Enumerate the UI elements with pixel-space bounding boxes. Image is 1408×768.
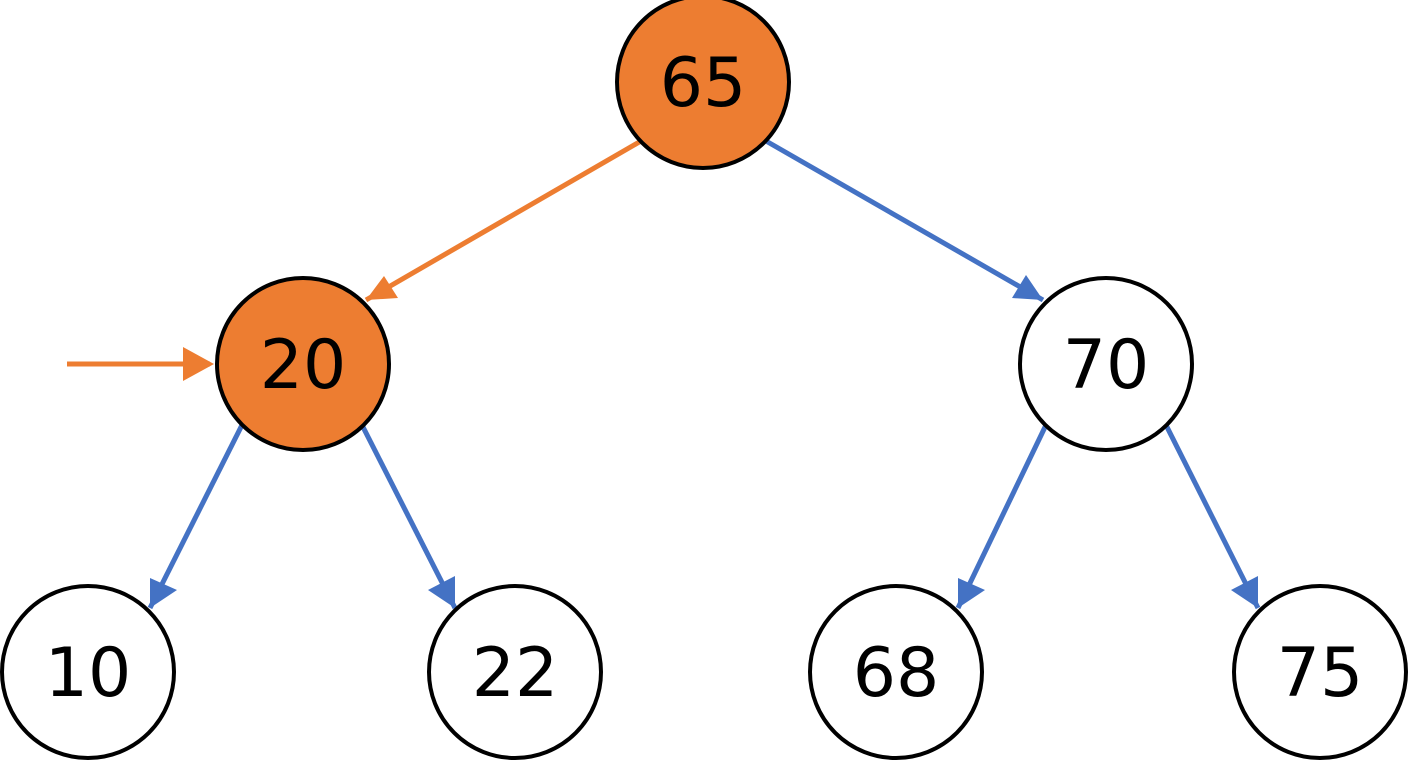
node-circle [427,584,603,760]
edge-20-10-arrowhead [150,578,177,608]
node-circle [808,584,984,760]
edge-65-70-arrowhead [1012,275,1043,300]
node-22: 22 [427,584,603,760]
node-68: 68 [808,584,984,760]
node-70: 70 [1018,276,1194,452]
node-label: 10 [45,634,132,713]
edge-65-70 [764,138,1045,303]
node-circle [215,276,391,452]
node-label: 20 [260,326,347,405]
node-circle [615,0,791,170]
node-circle [0,584,176,760]
edge-20-22-arrowhead [428,576,455,608]
edge-20-10 [147,423,245,610]
node-circle [1018,276,1194,452]
node-65: 65 [615,0,791,170]
node-75: 75 [1232,584,1408,760]
node-label: 68 [853,634,940,713]
node-label: 70 [1063,326,1150,405]
node-label: 65 [660,44,747,123]
edge-65-20 [364,138,643,303]
node-label: 22 [472,634,559,713]
edge-20-22 [359,423,458,610]
edge-70-75 [1163,423,1261,610]
edge-70-68-arrowhead [958,578,985,608]
edge-70-68 [955,423,1049,610]
edge-70-75-arrowhead [1231,576,1258,608]
edge-65-20-arrowhead [366,276,398,300]
node-label: 75 [1277,634,1364,713]
node-circle [1232,584,1408,760]
node-20: 20 [215,276,391,452]
node-10: 10 [0,584,176,760]
pointer-arrowhead [183,347,214,381]
